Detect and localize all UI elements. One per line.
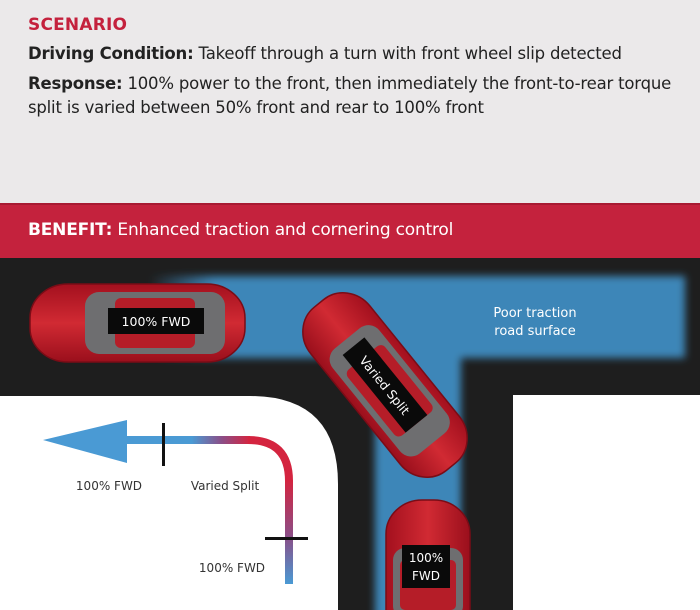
response-text: 100% power to the front, then immediatel… [28, 74, 672, 117]
driving-condition: Driving Condition: Takeoff through a tur… [28, 42, 672, 66]
car-start: 100% FWD [29, 283, 246, 363]
corner-right-white [513, 395, 700, 610]
tick-mark-turn-entry [162, 423, 165, 466]
response: Response: 100% power to the front, then … [28, 72, 672, 120]
tick-mark-turn-exit [265, 537, 308, 540]
path-label-turn: Varied Split [191, 479, 260, 493]
response-label: Response: [28, 74, 123, 93]
arrow-shaft-vertical [285, 480, 293, 584]
arrow-shaft-horizontal [120, 436, 250, 444]
benefit-text: Enhanced traction and cornering control [112, 220, 454, 240]
car-turning: Varied Split [302, 292, 468, 478]
scenario-title: SCENARIO [28, 15, 128, 35]
path-label-exit: 100% FWD [199, 561, 265, 575]
path-diagram: 100% FWD Varied Split 100% FWD [43, 420, 308, 584]
driving-condition-label: Driving Condition: [28, 44, 194, 63]
benefit-banner: BENEFIT: Enhanced traction and cornering… [0, 203, 700, 258]
benefit-label: BENEFIT: [28, 220, 113, 240]
path-label-start: 100% FWD [76, 479, 142, 493]
arrowhead-icon [43, 420, 127, 463]
road-illustration: Poor traction road surface 100% FWD Vari… [0, 258, 700, 610]
surface-label-line2: road surface [494, 324, 575, 339]
surface-label-line1: Poor traction [493, 306, 576, 321]
scenario-panel: SCENARIO Driving Condition: Takeoff thro… [0, 0, 700, 203]
car-start-label: 100% FWD [122, 314, 191, 329]
driving-condition-text: Takeoff through a turn with front wheel … [193, 44, 622, 63]
car-exit-label-line2: FWD [412, 569, 440, 583]
car-exit-label-line1: 100% [409, 551, 443, 565]
arrow-shaft-bend [247, 436, 293, 482]
car-exit: 100% FWD [385, 499, 471, 610]
